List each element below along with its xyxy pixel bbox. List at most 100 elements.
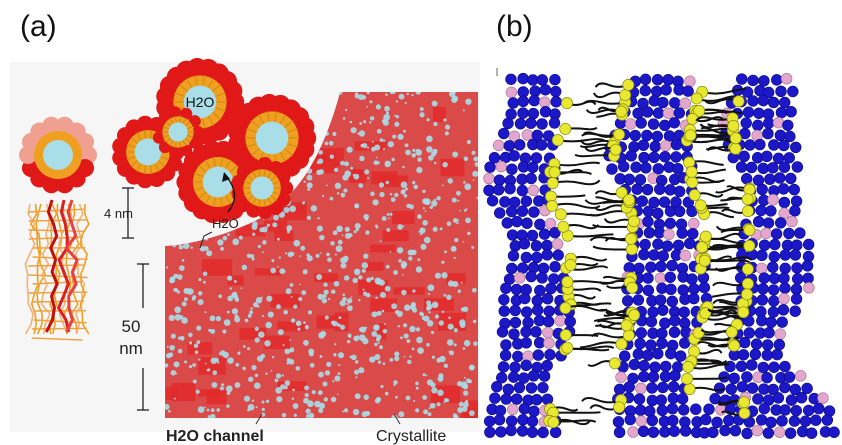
water-pore	[397, 324, 401, 328]
side-chain	[162, 126, 170, 130]
water-pore	[210, 408, 215, 412]
side-chain	[246, 175, 255, 182]
ion	[749, 348, 762, 361]
side-chain	[274, 111, 278, 124]
sulfonate-head	[738, 396, 751, 409]
ion	[659, 151, 671, 163]
ion	[520, 326, 532, 338]
ion	[682, 85, 694, 97]
sulfonate-head	[741, 263, 754, 276]
water-pore	[426, 118, 430, 122]
water-pore	[468, 364, 475, 371]
ion	[779, 262, 791, 275]
water-pore	[436, 357, 442, 363]
water-pore	[403, 323, 408, 328]
ion	[805, 427, 818, 439]
water-pore	[393, 270, 398, 275]
water-pore	[171, 276, 176, 281]
water-pore	[197, 291, 203, 296]
ion	[758, 272, 770, 284]
backbone-chain	[56, 199, 71, 333]
water-pore	[195, 389, 200, 394]
crystallite-domain	[432, 106, 446, 123]
water-pore	[454, 237, 459, 243]
water-core	[202, 166, 234, 198]
water-pore	[362, 288, 365, 291]
ion	[785, 172, 797, 185]
polymer-tail	[552, 179, 601, 186]
fibril-strand	[29, 203, 42, 335]
water-pore	[369, 356, 376, 363]
polymer-tail	[687, 376, 728, 380]
fibril-bundle	[24, 199, 90, 341]
water-pore	[330, 289, 336, 294]
crystallite-domain	[187, 342, 213, 355]
water-pore	[311, 390, 316, 395]
water-pore	[329, 154, 334, 159]
water-pore	[289, 283, 294, 287]
water-pore	[351, 354, 357, 361]
water-pore	[417, 347, 424, 355]
counter-ion	[483, 172, 495, 185]
water-pore	[204, 311, 207, 314]
water-pore	[346, 339, 351, 344]
ion	[495, 426, 507, 438]
ion	[762, 86, 775, 99]
water-pore	[344, 161, 349, 167]
water-pore	[280, 384, 286, 390]
water-pore	[378, 182, 385, 188]
ion	[625, 150, 637, 162]
counter-ion	[760, 227, 772, 240]
water-pore	[300, 245, 306, 251]
water-pore	[465, 208, 468, 211]
ion-simulation	[483, 72, 840, 440]
water-pore	[459, 322, 466, 329]
water-pore	[452, 218, 458, 223]
water-pore	[462, 347, 466, 350]
side-chain	[143, 164, 147, 175]
water-pore	[289, 339, 291, 342]
sulfonate-head	[613, 401, 626, 414]
ion	[755, 204, 767, 217]
crystallite-domain	[235, 224, 265, 237]
water-pore	[240, 237, 243, 240]
side-chain	[263, 169, 266, 178]
water-pore	[417, 157, 422, 162]
water-pore	[422, 207, 425, 210]
water-pore	[347, 333, 352, 338]
water-pore	[233, 279, 237, 283]
water-pore	[226, 391, 231, 395]
water-pore	[181, 301, 187, 307]
water-pore	[284, 252, 288, 255]
water-pore	[431, 301, 439, 309]
water-pore	[447, 178, 453, 184]
water-pore	[374, 354, 381, 361]
water-core	[134, 138, 162, 166]
crystallite-domain	[460, 413, 476, 418]
ion	[549, 73, 561, 86]
ion	[723, 414, 735, 427]
water-pore	[401, 263, 407, 269]
water-pore	[261, 314, 265, 318]
water-pore	[451, 96, 458, 103]
water-pore	[412, 180, 416, 185]
water-pore	[183, 297, 188, 302]
ion	[673, 205, 686, 217]
crystallite-domain	[277, 381, 307, 391]
water-pore	[417, 214, 422, 219]
crystallite-domain	[370, 244, 396, 253]
water-pore	[181, 317, 188, 324]
water-pore	[328, 268, 332, 273]
ion	[514, 117, 527, 130]
water-pore	[307, 187, 311, 191]
water-pore	[399, 336, 403, 340]
water-pore	[244, 318, 249, 323]
ion	[678, 306, 690, 318]
water-pore	[179, 335, 185, 341]
water-pore	[242, 366, 246, 371]
ion	[632, 294, 645, 306]
water-pore	[283, 270, 286, 273]
ion	[499, 349, 512, 361]
polymer-tail	[592, 223, 633, 228]
ion	[747, 74, 759, 87]
